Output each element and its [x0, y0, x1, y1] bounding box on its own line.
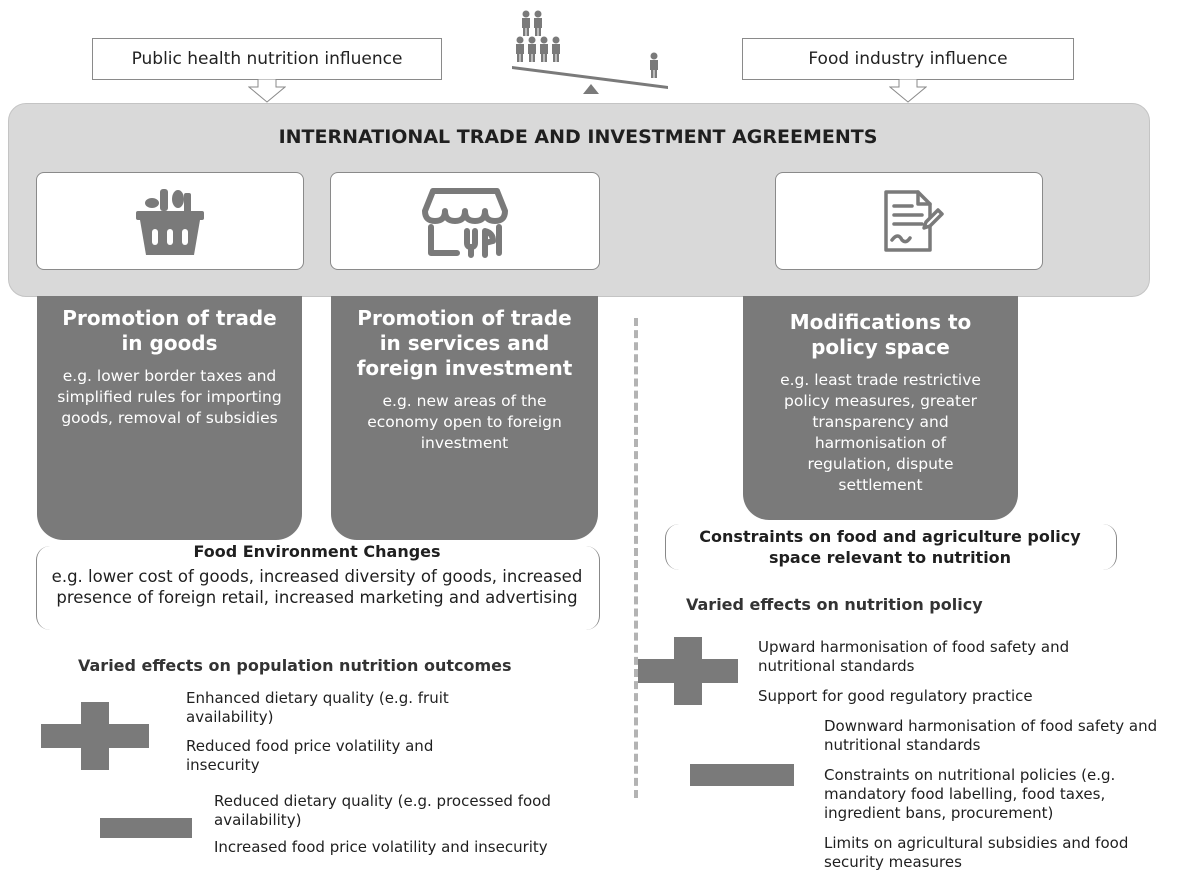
services-column: Promotion of trade in services and forei… [331, 296, 598, 540]
goods-column-title: Promotion of trade in goods [62, 306, 277, 355]
down-arrow-icon [889, 79, 927, 103]
population-effects-heading: Varied effects on population nutrition o… [78, 656, 512, 675]
goods-column-body: e.g. lower border taxes and simplified r… [57, 367, 282, 427]
services-icon-box [330, 172, 600, 270]
people-on-seesaw-icon [512, 10, 668, 94]
minus-icon [690, 764, 794, 786]
policy-positive-item: Support for good regulatory practice [758, 687, 1033, 705]
population-positive-item: Reduced food price volatility and insecu… [186, 737, 434, 774]
trade-agreements-title: INTERNATIONAL TRADE AND INVESTMENT AGREE… [278, 126, 878, 148]
policy-effects-heading: Varied effects on nutrition policy [686, 595, 983, 614]
plus-icon-bar [41, 724, 149, 748]
policy-column-title: Modifications to policy space [789, 310, 972, 359]
services-column-body: e.g. new areas of the economy open to fo… [367, 392, 562, 452]
food-industry-influence-callout: Food industry influence [742, 38, 1074, 103]
policy-negative-item: Downward harmonisation of food safety an… [824, 717, 1158, 754]
goods-icon-box [36, 172, 304, 270]
population-negative-item: Reduced dietary quality (e.g. processed … [214, 792, 551, 829]
storefront-restaurant-icon [422, 188, 508, 258]
food-environment-bracket [36, 546, 600, 630]
constraints-text: Constraints on food and agriculture poli… [699, 527, 1081, 567]
population-negative-item: Increased food price volatility and inse… [214, 838, 548, 856]
policy-negative-item: Limits on agricultural subsidies and foo… [824, 834, 1129, 871]
food-environment-title: Food Environment Changes [193, 542, 441, 561]
minus-icon [100, 818, 192, 838]
policy-column-body: e.g. least trade restrictive policy meas… [780, 371, 981, 494]
plus-icon-bar [638, 659, 738, 683]
public-health-influence-callout: Public health nutrition influence [92, 38, 442, 103]
policy-icon-box [775, 172, 1043, 270]
food-industry-influence-label: Food industry influence [808, 49, 1008, 69]
constraints-bracket [665, 524, 1117, 570]
grocery-basket-icon [136, 189, 204, 255]
policy-negative-item: Constraints on nutritional policies (e.g… [824, 766, 1116, 822]
section-divider [634, 318, 638, 798]
services-column-title: Promotion of trade in services and forei… [356, 306, 573, 380]
food-environment-body: e.g. lower cost of goods, increased dive… [51, 567, 583, 607]
policy-positive-item: Upward harmonisation of food safety and … [758, 638, 1070, 675]
population-positive-item: Enhanced dietary quality (e.g. fruit ava… [186, 689, 449, 726]
down-arrow-icon [248, 79, 286, 103]
policy-column: Modifications to policy space e.g. least… [743, 296, 1018, 520]
goods-column: Promotion of trade in goods e.g. lower b… [37, 296, 302, 540]
public-health-influence-label: Public health nutrition influence [131, 49, 403, 69]
document-signing-icon [884, 190, 944, 252]
